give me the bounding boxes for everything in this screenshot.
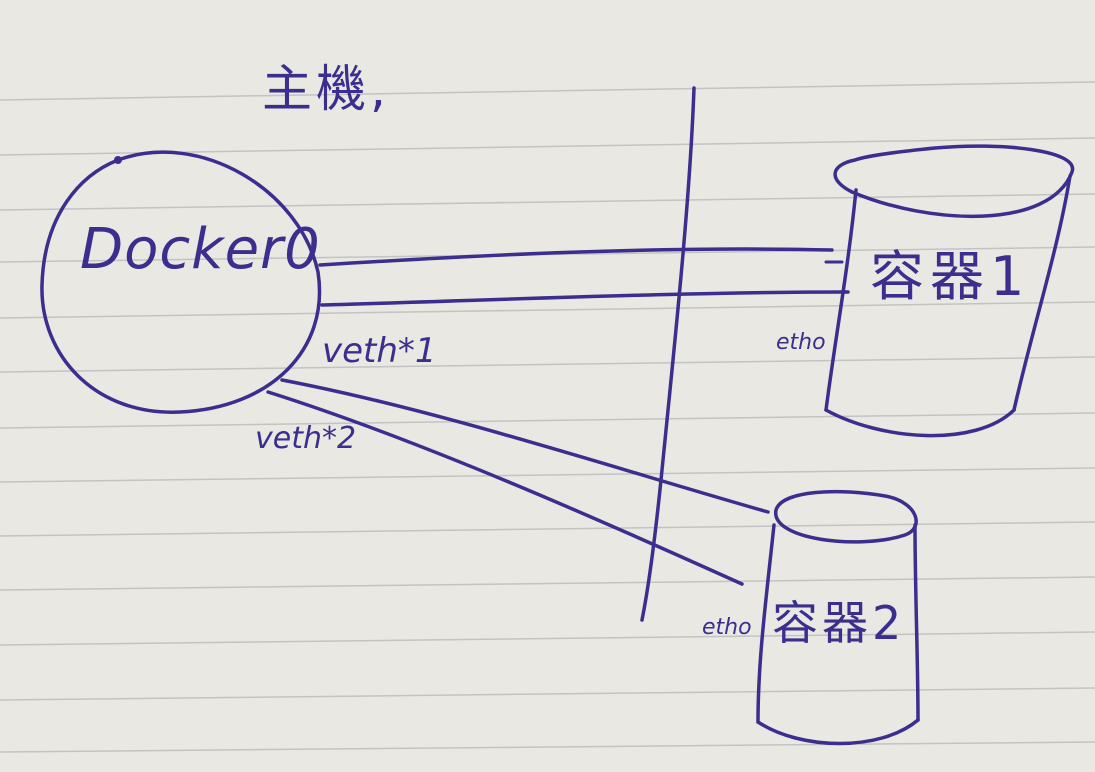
veth1-line-upper	[318, 247, 834, 267]
circle-ink-dot	[114, 156, 122, 164]
docker0-bridge-circle	[40, 150, 322, 414]
veth1-line-lower	[320, 290, 850, 307]
veth2-line-lower	[266, 390, 744, 586]
host-boundary-line	[640, 86, 696, 622]
notebook-rule-lines	[0, 81, 1095, 753]
container2-label: 容器2	[772, 596, 906, 650]
veth2-label: veth*2	[255, 421, 357, 456]
container1-eth0-label: etho	[776, 330, 826, 355]
container2-cylinder	[756, 489, 920, 746]
docker0-label: Docker0	[80, 217, 321, 282]
container1-cylinder	[824, 144, 1075, 438]
container2-eth0-label: etho	[702, 615, 752, 640]
veth2-line-upper	[280, 378, 770, 514]
veth1-label: veth*1	[322, 331, 437, 371]
container1-label: 容器1	[870, 245, 1031, 308]
host-label: 主機,	[262, 60, 390, 118]
